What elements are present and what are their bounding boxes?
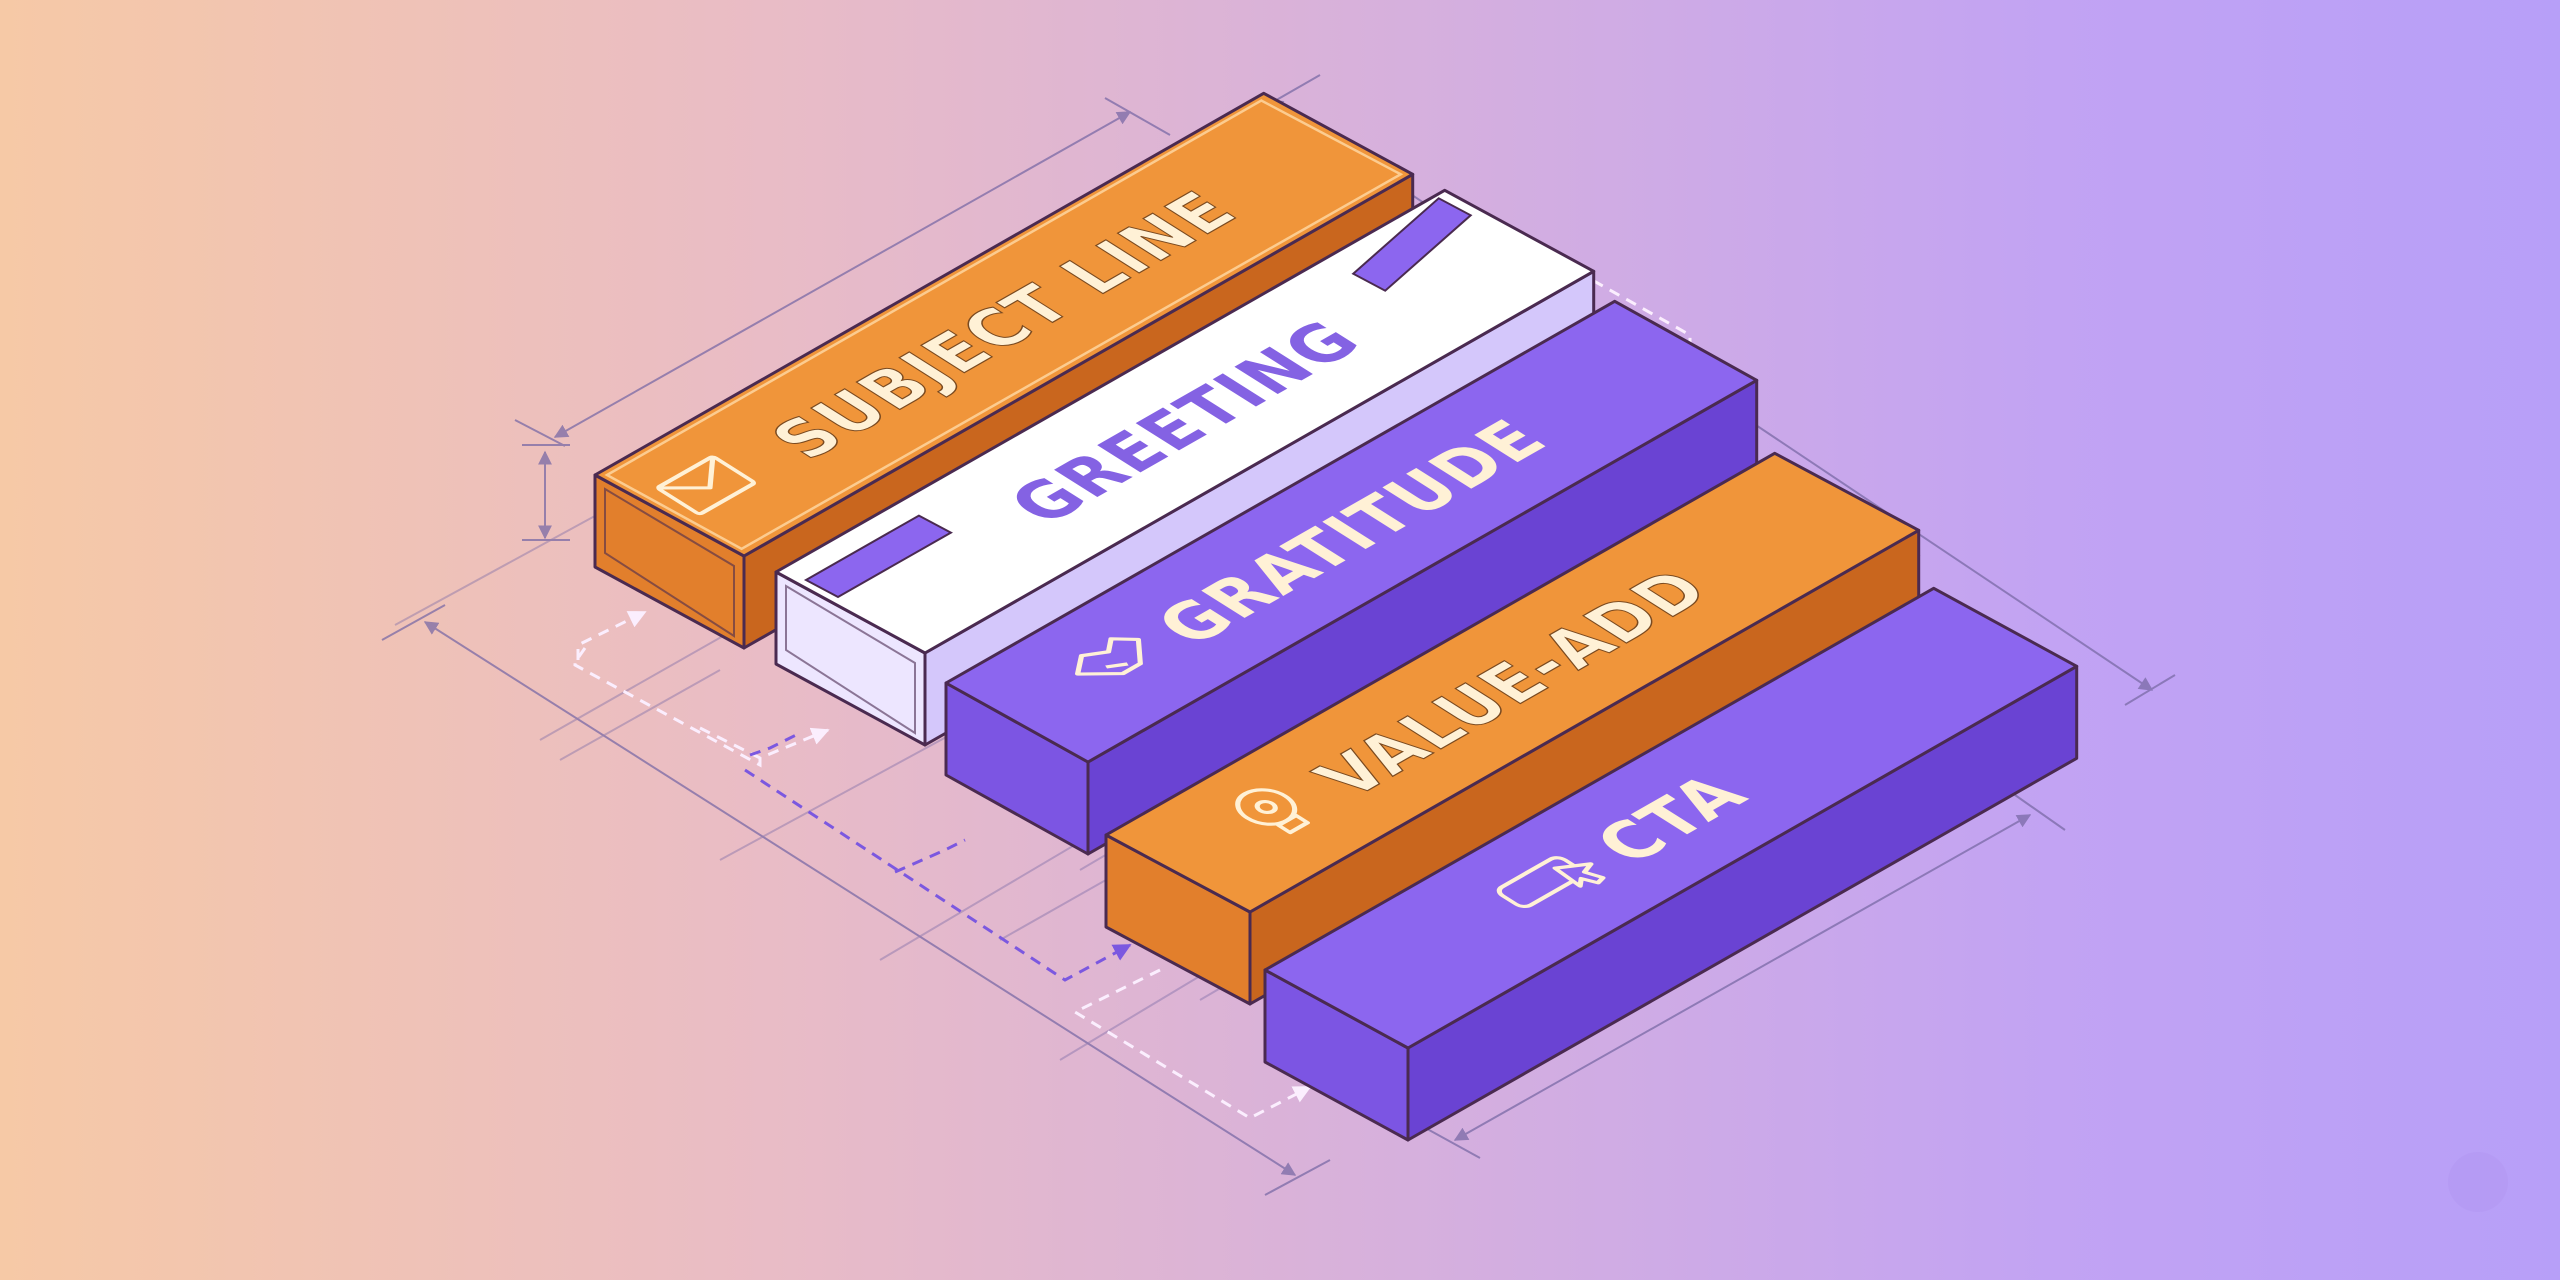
cursor-button-icon [1496, 856, 1606, 909]
blocks-group: SUBJECT LINEGREETINGGRATITUDEVALUE-ADDCT… [593, 91, 2079, 1142]
dimension-tick [514, 419, 566, 447]
subject-top-highlight [604, 99, 1404, 551]
greeting-accent-bar-start [803, 514, 953, 599]
block-top-face [593, 91, 1415, 558]
dimension-tick [1264, 1159, 1331, 1196]
block-top-face [774, 188, 1596, 655]
dimension-tick [2014, 794, 2066, 831]
dimension-tick [2124, 674, 2176, 706]
connector-white-left-2 [699, 726, 830, 760]
dimension-line-left [423, 621, 1297, 1176]
connector-purple-mid [894, 838, 966, 874]
block-cta: CTA [1263, 586, 2079, 1142]
dimension-line-top [553, 111, 1132, 438]
gear-lightbulb-icon [1235, 788, 1311, 835]
connector-white-bottom [1071, 968, 1312, 1120]
connector-purple-left-2 [749, 731, 801, 757]
block-end-inset [604, 487, 735, 638]
dimension-tick [1419, 1124, 1481, 1159]
connector-subject-to-greeting [573, 647, 762, 768]
block-top-face [1263, 586, 2079, 1050]
block-top-face [944, 299, 1759, 764]
envelope-icon [656, 455, 756, 516]
connector-purple-left [744, 768, 1132, 982]
decorative-circle [2448, 1152, 2508, 1212]
handshake-icon [1075, 637, 1143, 676]
block-end-inset [785, 584, 916, 735]
dimension-line-bottom [1453, 814, 2032, 1141]
block-top-face [1104, 451, 1921, 914]
connector-white-left [576, 610, 647, 660]
greeting-accent-bar-end [1351, 197, 1473, 292]
dimension-tick [381, 604, 446, 641]
dimension-tick [1104, 97, 1171, 136]
